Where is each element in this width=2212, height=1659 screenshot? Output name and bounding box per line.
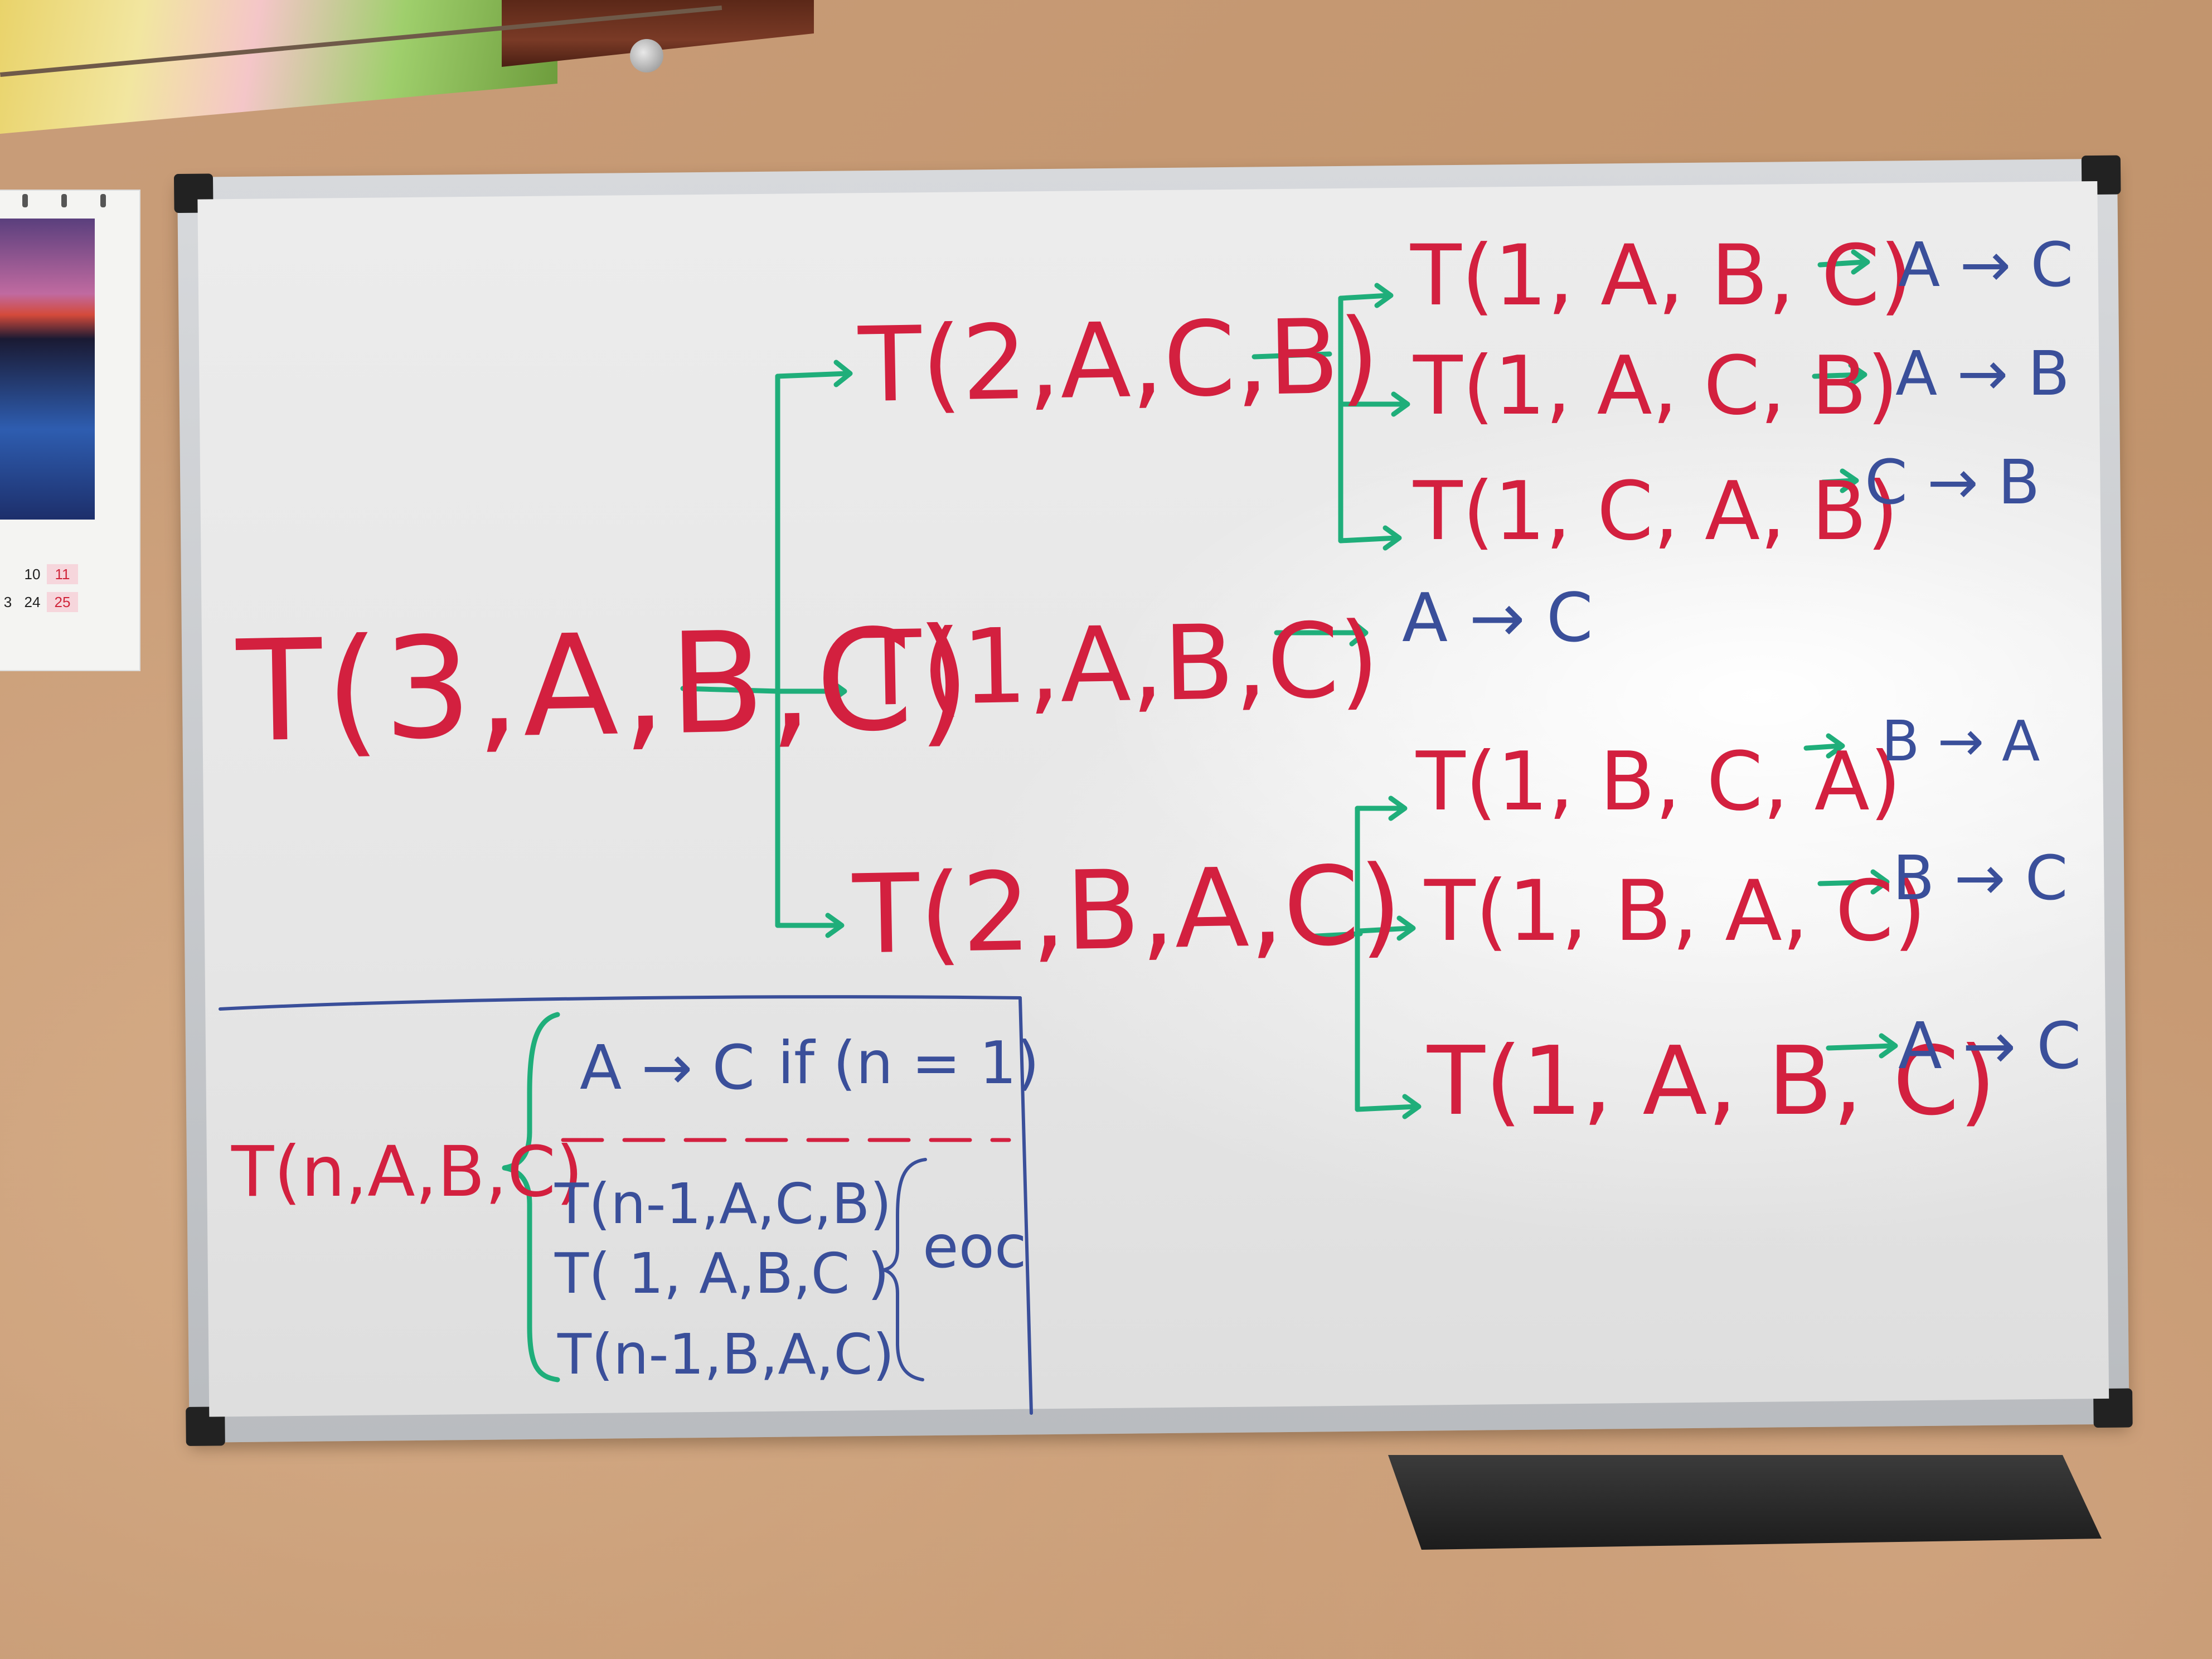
- calendar-dates: 10 11 3 24 25: [0, 553, 95, 659]
- leaf-move: A → B: [1895, 338, 2070, 409]
- definition-brace: [502, 1012, 560, 1382]
- leaf-move: A → C: [1898, 1009, 2082, 1084]
- definition-box-top: [219, 995, 1022, 1011]
- leaf-call: T(1, A, B, C): [1410, 227, 1913, 324]
- definition-head: T(n,A,B,C): [231, 1132, 583, 1212]
- leaf-move: A → C: [1898, 229, 2074, 300]
- recursive-step: T(n-1,A,C,B): [555, 1171, 892, 1236]
- wall-hook: [630, 39, 663, 72]
- call-top: T(2,A,C,B): [857, 295, 1380, 426]
- calendar-date: 24: [24, 594, 41, 610]
- arrowhead-top: [833, 360, 853, 387]
- otherwise-label: eoc: [923, 1213, 1027, 1281]
- leaf-call: T(1, C, A, B): [1413, 464, 1899, 559]
- calendar-rings: [0, 191, 139, 207]
- leaf-move: C → B: [1865, 447, 2040, 518]
- call-middle: T(1,A,B,C): [857, 599, 1380, 730]
- calendar-ring: [22, 194, 28, 207]
- arrowhead-middle: [828, 678, 847, 704]
- leaf-call: T(1, B, A, C): [1424, 863, 1927, 960]
- connector-root: [680, 686, 780, 694]
- calendar-photo: [0, 219, 95, 520]
- calendar-date: 3: [3, 594, 12, 610]
- calendar-date: 11: [47, 564, 78, 584]
- leaf-call: T(1, A, C, B): [1413, 339, 1899, 433]
- recursive-step: T( 1, A,B,C ): [555, 1241, 890, 1306]
- board-tray: [1388, 1455, 2102, 1550]
- connector-bottom-sub: [1304, 931, 1363, 939]
- recursive-step: T(n-1,B,A,C): [557, 1322, 895, 1387]
- eoc-brace: [882, 1158, 927, 1381]
- calendar-date: 10: [24, 566, 41, 583]
- calendar-ring: [61, 194, 67, 207]
- arrowhead-bottom: [825, 913, 845, 938]
- leaf-call: T(1, B, C, A): [1416, 735, 1901, 829]
- definition-box-right: [1018, 996, 1033, 1415]
- connector-top-sub: [1251, 351, 1332, 360]
- leaf-call: T(1, A, B, C): [1427, 1026, 1996, 1137]
- wall-calendar: 10 11 3 24 25: [0, 190, 140, 671]
- calendar-ring: [100, 194, 106, 207]
- leaf-move: B → C: [1893, 842, 2068, 914]
- connector-top: [775, 371, 850, 379]
- base-case-condition: if (n = 1): [778, 1029, 1040, 1097]
- call-bottom: T(2,B,A,C): [852, 842, 1403, 978]
- base-case-move: A → C: [580, 1032, 755, 1103]
- middle-move: A → C: [1402, 580, 1593, 657]
- calendar-date: 25: [47, 592, 78, 612]
- leaf-move: B → A: [1881, 709, 2040, 774]
